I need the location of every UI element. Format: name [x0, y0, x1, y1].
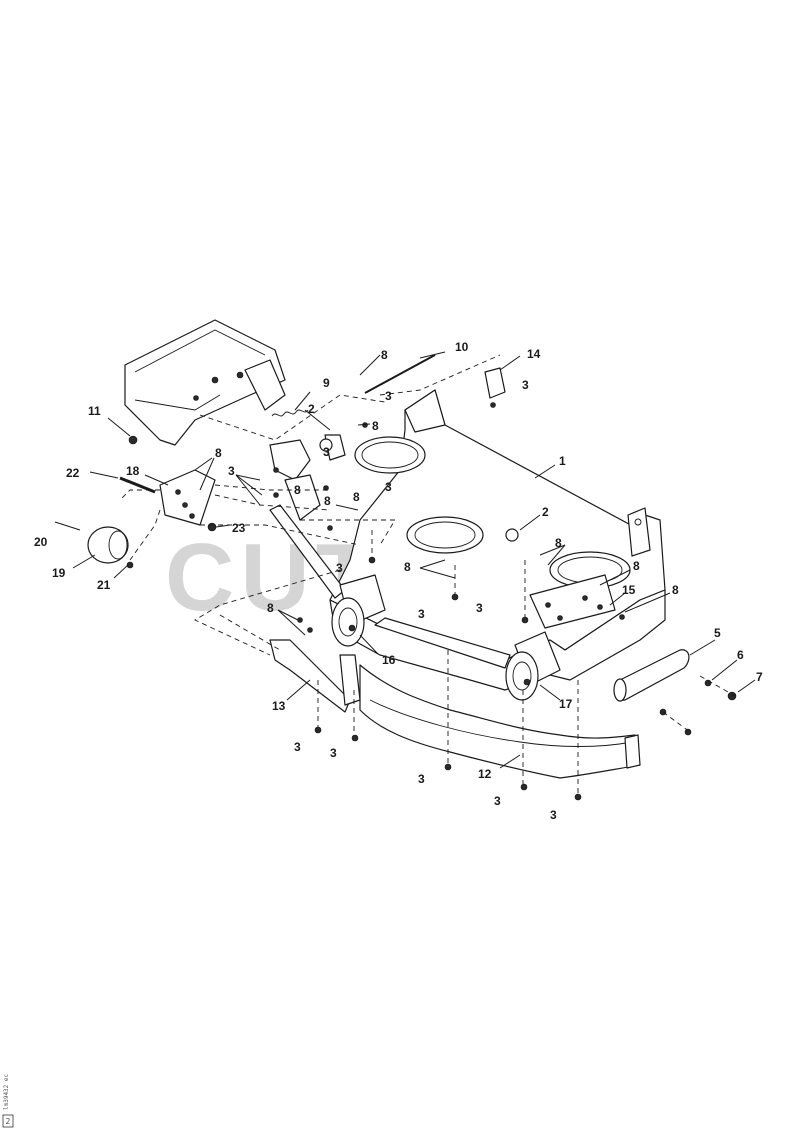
- right-bracket: [484, 367, 506, 408]
- callout-11: 11: [88, 404, 101, 418]
- anti-scalp-wheel: [54, 521, 134, 569]
- spring: [271, 409, 309, 417]
- callout-7: 7: [756, 670, 763, 684]
- callout-17: 17: [559, 697, 573, 711]
- callout-3: 3: [550, 808, 557, 822]
- callout-2: 2: [542, 505, 549, 519]
- callout-8: 8: [672, 583, 679, 597]
- callout-1: 1: [559, 454, 566, 468]
- callout-3: 3: [330, 746, 337, 760]
- callout-8: 8: [353, 490, 360, 504]
- callout-8: 8: [381, 348, 388, 362]
- callout-20: 20: [34, 535, 48, 549]
- deck-shell: [329, 389, 666, 691]
- callout-3: 3: [418, 772, 425, 786]
- discharge-chute: [124, 319, 286, 446]
- leader-lines: [72, 351, 756, 769]
- drawing-code: lm39432 ec: [3, 1073, 10, 1110]
- callout-3: 3: [228, 464, 235, 478]
- callout-3: 3: [522, 378, 529, 392]
- corner-mark: 2: [6, 1117, 11, 1126]
- callout-9: 9: [323, 376, 330, 390]
- callout-23: 23: [232, 521, 246, 535]
- callout-8: 8: [324, 494, 331, 508]
- callout-8: 8: [215, 446, 222, 460]
- callout-19: 19: [52, 566, 66, 580]
- callout-8: 8: [294, 483, 301, 497]
- callout-3: 3: [494, 794, 501, 808]
- callout-3: 3: [385, 389, 392, 403]
- callout-22: 22: [66, 466, 80, 480]
- callout-3: 3: [323, 445, 330, 459]
- rear-roller: [613, 649, 737, 736]
- callout-10: 10: [455, 340, 469, 354]
- caster-wheel-16: [331, 574, 386, 647]
- callout-8: 8: [633, 559, 640, 573]
- callout-5: 5: [714, 626, 721, 640]
- callout-13: 13: [272, 699, 286, 713]
- hardware: [297, 422, 625, 801]
- front-shield: [359, 664, 641, 779]
- rod-10: [364, 354, 436, 394]
- callout-3: 3: [294, 740, 301, 754]
- caster-wheel-17: [505, 631, 561, 701]
- callout-18: 18: [126, 464, 140, 478]
- callout-3: 3: [336, 561, 343, 575]
- callout-2: 2: [308, 402, 315, 416]
- center-brackets: [269, 434, 346, 531]
- callout-3: 3: [385, 480, 392, 494]
- nut-11: [128, 435, 138, 445]
- callout-6: 6: [737, 648, 744, 662]
- callout-8: 8: [372, 419, 379, 433]
- side-plate: [269, 639, 361, 713]
- corner-mark-box: [2, 1114, 14, 1128]
- callout-8: 8: [555, 536, 562, 550]
- callout-15: 15: [622, 583, 636, 597]
- anti-scalp-bracket: [159, 469, 217, 532]
- callout-14: 14: [527, 347, 541, 361]
- callout-12: 12: [478, 767, 492, 781]
- callout-21: 21: [97, 578, 111, 592]
- callout-8: 8: [404, 560, 411, 574]
- callout-3: 3: [418, 607, 425, 621]
- callout-3: 3: [476, 601, 483, 615]
- callout-8: 8: [267, 601, 274, 615]
- callouts: 1 2 2 3 3 3 3 3 3 3 3 3 3 3 3 3 5 6 7 8 …: [34, 340, 763, 822]
- callout-16: 16: [382, 653, 396, 667]
